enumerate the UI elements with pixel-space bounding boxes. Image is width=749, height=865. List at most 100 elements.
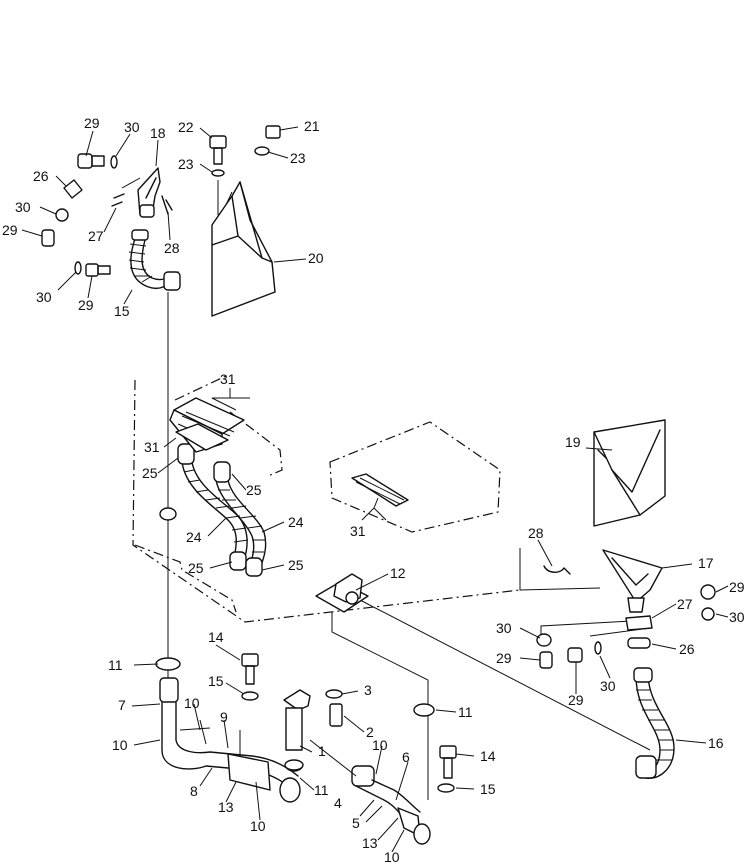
callout-25-a: 25 [142, 465, 158, 481]
callout-29-r1: 29 [496, 650, 512, 666]
washer-23-right [254, 146, 270, 156]
callout-30-left: 30 [15, 199, 31, 215]
callout-24-a: 24 [288, 514, 304, 530]
callout-17: 17 [698, 555, 714, 571]
callout-30-top: 30 [124, 119, 140, 135]
hoses-24 [159, 443, 267, 577]
funnel-17 [602, 549, 663, 613]
callout-11-left: 11 [108, 657, 123, 673]
callout-16-right: 16 [708, 735, 724, 751]
hose-16-left [128, 229, 181, 291]
callout-14-left: 14 [208, 629, 224, 645]
callout-16-left: 15 [114, 303, 130, 319]
washer-23-left [211, 169, 225, 177]
washer-30-r3 [701, 607, 715, 621]
bolt-29-r3 [700, 584, 716, 600]
leaders [21, 126, 729, 853]
callout-20: 20 [308, 250, 324, 266]
clip-28-left [161, 195, 173, 215]
cab-outline [132, 374, 601, 623]
washer-30-r2 [594, 641, 602, 655]
elbow-12 [315, 573, 369, 613]
washer-15-left [241, 691, 259, 701]
callout-26-right: 26 [679, 641, 695, 657]
callout-19: 19 [565, 434, 581, 450]
washer-3 [325, 689, 343, 699]
callout-18: 18 [150, 125, 166, 141]
callout-10-e: 10 [384, 849, 400, 865]
callout-labels: 29 30 18 22 21 23 23 26 30 29 27 28 20 3… [2, 115, 745, 865]
callout-24-b: 24 [186, 529, 202, 545]
screw-2 [329, 703, 343, 727]
callout-14-right: 14 [480, 748, 496, 764]
callout-27-right: 27 [677, 596, 693, 612]
callout-23-left: 23 [178, 156, 194, 172]
callout-27-left: 27 [88, 228, 104, 244]
callout-1: 1 [318, 743, 326, 759]
callout-13-b: 13 [362, 835, 378, 851]
pipe-assembly-left [159, 677, 301, 803]
clip-26-right [627, 637, 651, 649]
bracket-20 [211, 181, 276, 317]
funnel-18 [137, 167, 161, 218]
callout-26-left: 26 [33, 168, 49, 184]
callout-3: 3 [364, 682, 372, 698]
callout-7: 7 [118, 697, 126, 713]
callout-5: 5 [352, 815, 360, 831]
bolt-14-right [439, 745, 457, 759]
callout-30-r2: 30 [600, 678, 616, 694]
clip-27-right [625, 615, 653, 631]
clamp-11-left [155, 657, 181, 671]
callout-30-low: 30 [36, 289, 52, 305]
hose-16-right [633, 667, 675, 779]
callout-25-d: 25 [288, 557, 304, 573]
callout-9: 9 [220, 709, 228, 725]
callout-13-a: 13 [218, 799, 234, 815]
bolt-21 [265, 125, 281, 139]
clip-28-right [543, 565, 571, 575]
clip-26-left [63, 179, 83, 199]
callout-6: 6 [402, 749, 410, 765]
washer-30-top [110, 155, 118, 169]
hardware [41, 125, 716, 793]
callout-23-right: 23 [290, 150, 306, 166]
clip-27-left [111, 193, 125, 207]
callout-10-a: 10 [184, 695, 200, 711]
washer-30-low [74, 261, 82, 275]
callout-25-c: 25 [188, 560, 204, 576]
grille-31-left [169, 397, 245, 453]
callout-11-right: 11 [458, 704, 473, 720]
washer-30-mid [55, 208, 69, 222]
washer-15-right [437, 783, 455, 793]
callout-31-center: 31 [350, 523, 366, 539]
callout-15-right: 15 [480, 781, 496, 797]
callout-31-top: 31 [220, 371, 236, 387]
callout-29-top: 29 [84, 115, 100, 131]
callout-29-r2: 29 [568, 692, 584, 708]
callout-25-b: 25 [246, 482, 262, 498]
bolt-29-top [77, 153, 93, 169]
bracket-19 [593, 419, 666, 527]
callout-29-left: 29 [2, 222, 18, 238]
callout-28-right: 28 [528, 525, 544, 541]
callout-10-d: 10 [250, 818, 266, 834]
washer-30-r1 [536, 633, 552, 647]
pipe-assembly-right [309, 739, 431, 845]
clamp-11-mid [284, 759, 304, 771]
grille-31-center [351, 473, 409, 507]
bolt-22 [209, 135, 227, 149]
bolt-29-r2 [567, 647, 583, 663]
pipe-1 [283, 689, 311, 772]
callout-8: 8 [190, 783, 198, 799]
callout-10-c: 10 [372, 737, 388, 753]
callout-12: 12 [390, 565, 406, 581]
callout-15-left: 15 [208, 673, 224, 689]
bolt-14-left [241, 653, 259, 667]
callout-29-r3: 29 [729, 579, 745, 595]
callout-10-b: 10 [112, 737, 128, 753]
bolt-29-r1 [539, 651, 553, 669]
callout-21: 21 [304, 118, 320, 134]
callout-2: 2 [366, 724, 374, 740]
callout-22: 22 [178, 119, 194, 135]
